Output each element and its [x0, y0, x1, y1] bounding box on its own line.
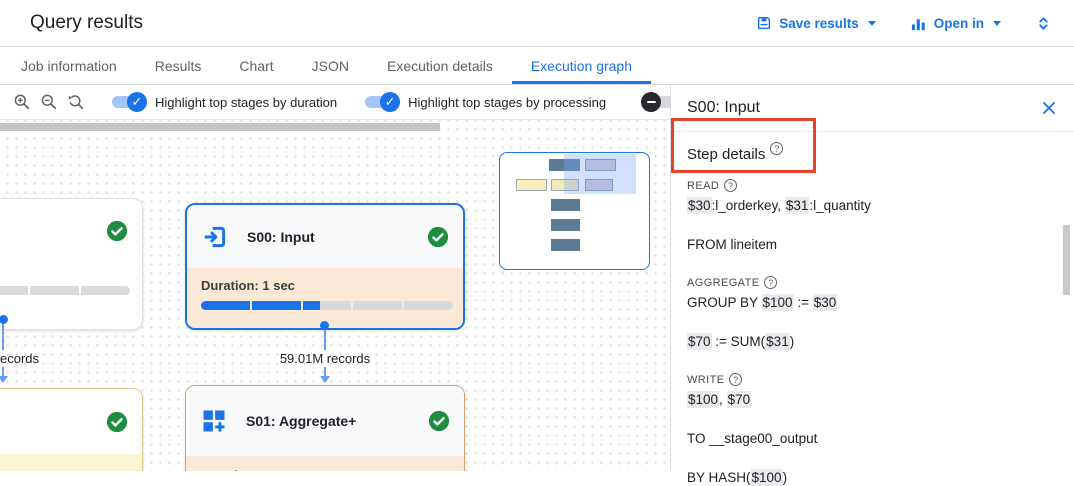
duration-label: Duration: 1 sec	[201, 278, 295, 293]
success-check-icon	[106, 220, 128, 242]
zoom-out-button[interactable]	[40, 90, 58, 114]
graph-toolbar: Highlight top stages by duration Highlig…	[0, 85, 677, 120]
input-stage-icon	[201, 223, 229, 251]
stage-node-left-top[interactable]	[0, 198, 143, 330]
bar-chart-icon	[910, 15, 927, 32]
unfold-icon	[1035, 15, 1052, 32]
help-icon[interactable]	[724, 179, 738, 192]
zoom-reset-button[interactable]	[67, 90, 85, 114]
zoom-in-button[interactable]	[13, 90, 31, 114]
minimap-viewport[interactable]	[564, 154, 636, 194]
step-block: TO __stage00_output	[687, 431, 818, 446]
tab-results[interactable]: Results	[154, 57, 202, 74]
execution-graph-canvas[interactable]: S00: Input Duration: 1 sec 59.01M record…	[0, 120, 670, 471]
step-block: FROM lineitem	[687, 237, 778, 252]
tab-job-information[interactable]: Job information	[21, 57, 117, 74]
panel-content: Step details READ$30:l_orderkey, $31:l_q…	[671, 142, 1074, 486]
success-check-icon	[428, 410, 450, 432]
step-details-heading: Step details	[687, 146, 766, 163]
edge-line	[324, 367, 326, 377]
minimap-stage-rect	[551, 179, 579, 191]
save-results-button[interactable]: Save results	[756, 15, 876, 31]
success-check-icon	[106, 411, 128, 433]
step-block: $70 := SUM($31)	[687, 333, 795, 350]
query-results-header: Query results Save results Open i	[0, 0, 1074, 47]
tab-chart[interactable]: Chart	[239, 57, 274, 74]
tab-execution-details[interactable]: Execution details	[386, 57, 493, 74]
magnifier-minus-icon	[41, 94, 57, 110]
edge-line	[2, 323, 4, 350]
highlight-processing-toggle[interactable]	[363, 92, 401, 112]
save-results-label: Save results	[779, 15, 859, 31]
edge-records-label: 59.01M records	[279, 351, 371, 366]
help-icon[interactable]	[770, 142, 784, 155]
horizontal-scrollbar[interactable]	[0, 123, 440, 131]
tab-execution-graph[interactable]: Execution graph	[512, 47, 651, 84]
minimap-stage-rect	[551, 239, 580, 251]
step-block: AGGREGATEGROUP BY $100 := $30	[687, 276, 1058, 311]
tab-json[interactable]: JSON	[311, 57, 349, 74]
help-icon[interactable]	[764, 276, 778, 289]
edge-source-dot	[320, 321, 329, 330]
step-details-panel: S00: Input Step details READ$30:l_orderk…	[670, 85, 1074, 486]
stage-node-s01[interactable]: S01: Aggregate+ Duration:	[185, 385, 465, 471]
minimap-stage-rect	[516, 179, 547, 191]
panel-title: S00: Input	[687, 99, 760, 116]
highlight-duration-label: Highlight top stages by duration	[155, 94, 338, 110]
header-actions: Save results Open in	[756, 15, 1052, 32]
minimap-content	[500, 153, 649, 269]
zoom-reset-icon	[68, 95, 84, 110]
edge-arrowhead-icon	[320, 376, 330, 383]
edge-line	[324, 329, 326, 350]
minimap-stage-rect	[551, 199, 580, 211]
highlight-processing-label: Highlight top stages by processing	[408, 94, 607, 110]
magnifier-plus-icon	[14, 94, 30, 110]
check-icon	[127, 92, 147, 112]
tab-bar: Job information Results Chart JSON Execution…	[0, 47, 1074, 85]
panel-header: S00: Input	[671, 85, 1074, 132]
chevron-down-icon	[867, 20, 876, 26]
open-in-label: Open in	[933, 15, 984, 31]
step-block: WRITE$100, $70	[687, 373, 1058, 408]
duration-bar	[0, 286, 130, 295]
step-block: READ$30:l_orderkey, $31:l_quantity	[687, 179, 1058, 214]
edge-source-dot	[0, 315, 8, 324]
minimap-stage-rect	[549, 159, 580, 171]
stage-node-left-bottom[interactable]	[0, 388, 143, 471]
minimap[interactable]	[499, 152, 650, 270]
step-block: BY HASH($100)	[687, 469, 788, 486]
vertical-scrollbar[interactable]	[1063, 225, 1070, 295]
check-icon	[380, 92, 401, 112]
edge-arrowhead-icon	[0, 376, 8, 383]
edge-line	[2, 367, 4, 377]
dark-mode-toggle[interactable]	[641, 92, 678, 112]
highlight-duration-toggle[interactable]	[110, 92, 147, 112]
close-icon[interactable]	[1040, 99, 1058, 117]
page-title: Query results	[30, 12, 143, 33]
open-in-button[interactable]: Open in	[910, 15, 1001, 32]
stage-node-s00[interactable]: S00: Input Duration: 1 sec	[185, 203, 465, 330]
edge-records-label: ecords	[0, 351, 40, 366]
chevron-down-icon	[993, 20, 1001, 26]
stage-title: S00: Input	[247, 228, 315, 245]
minimap-stage-rect	[585, 179, 613, 191]
minimap-stage-rect	[585, 159, 616, 171]
success-check-icon	[427, 226, 449, 248]
minus-icon	[641, 92, 662, 112]
stage-title: S01: Aggregate+	[246, 413, 357, 429]
collapse-expand-button[interactable]	[1035, 15, 1052, 32]
aggregate-stage-icon	[200, 407, 228, 435]
duration-label: Duration:	[200, 468, 450, 471]
duration-bar	[201, 301, 453, 310]
help-icon[interactable]	[729, 373, 743, 386]
save-icon	[756, 15, 772, 31]
minimap-stage-rect	[551, 219, 580, 231]
